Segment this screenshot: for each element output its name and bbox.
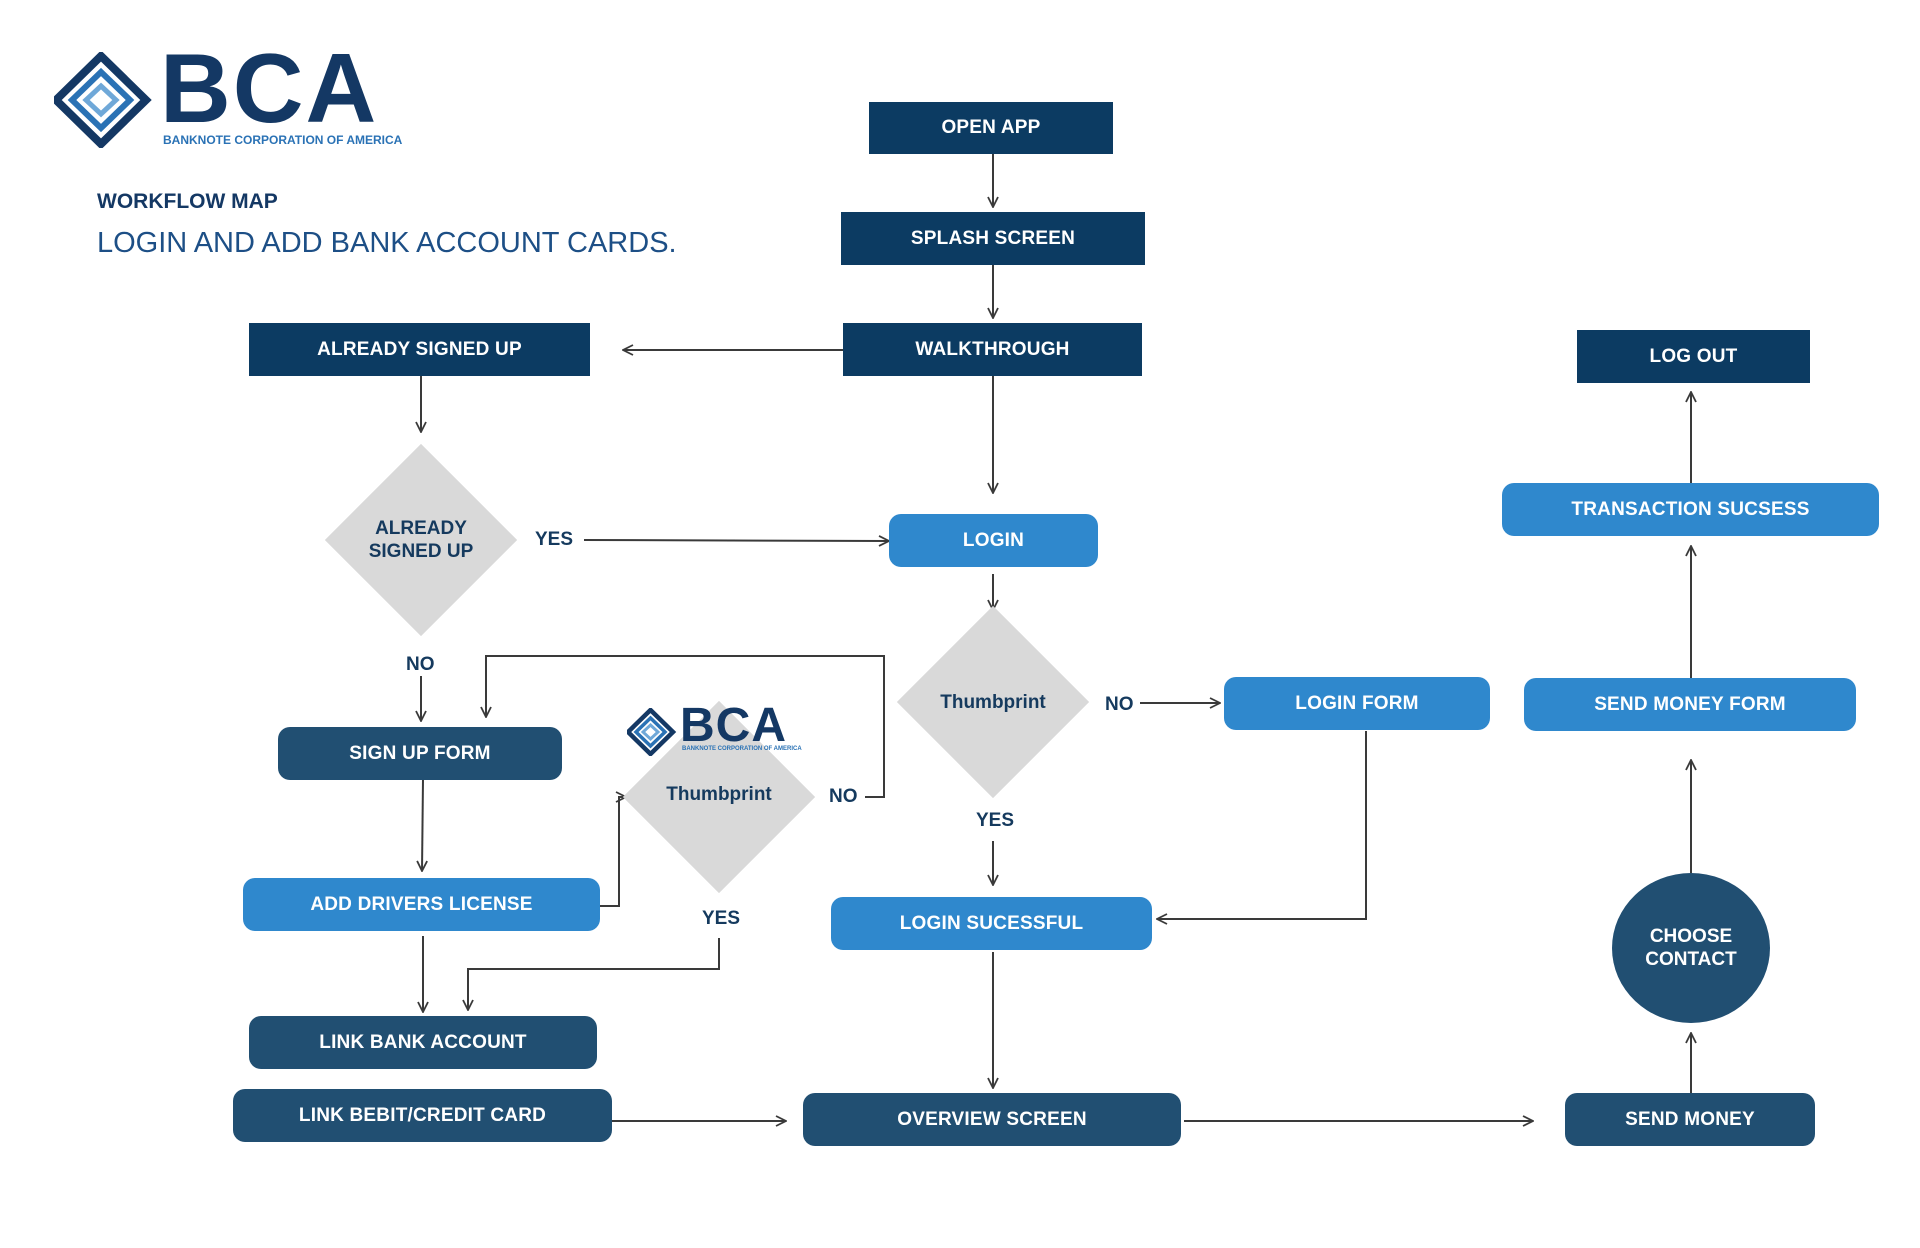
bca-logo-small-icon [627, 708, 677, 756]
arrow-login-form-to-login-successful [1157, 731, 1367, 919]
send-money-form-node: SEND MONEY FORM [1524, 678, 1856, 731]
brand-tagline: BANKNOTE CORPORATION OF AMERICA [163, 133, 403, 147]
arrow-thumbprint-no-to-sign-up-form [486, 655, 885, 798]
no-label-already-signed-up: NO [406, 654, 435, 675]
link-bank-account-node: LINK BANK ACCOUNT [249, 1016, 597, 1069]
add-drivers-license-node: ADD DRIVERS LICENSE [243, 878, 600, 931]
choose-contact-node: CHOOSE CONTACT [1612, 873, 1770, 1023]
login-node: LOGIN [889, 514, 1098, 567]
walkthrough-node: WALKTHROUGH [843, 323, 1142, 376]
arrow-sign-up-form-to-drivers-license [422, 778, 423, 871]
log-out-node: LOG OUT [1577, 330, 1810, 383]
login-successful-node: LOGIN SUCESSFUL [831, 897, 1152, 950]
no-label-thumbprint-signup: NO [829, 786, 858, 807]
sign-up-form-node: SIGN UP FORM [278, 727, 562, 780]
thumbprint-signup-text: Thumbprint [666, 783, 772, 805]
no-label-thumbprint-main: NO [1105, 694, 1134, 715]
page-subtitle: WORKFLOW MAP [97, 190, 278, 213]
overview-screen-node: OVERVIEW SCREEN [803, 1093, 1181, 1146]
login-form-node: LOGIN FORM [1224, 677, 1490, 730]
link-card-node: LINK BEBIT/CREDIT CARD [233, 1089, 612, 1142]
yes-label-already-signed-up: YES [535, 529, 574, 550]
line-drivers-license-to-thumbprint [600, 797, 626, 907]
already-signed-up-decision-text: ALREADY SIGNED UP [368, 518, 474, 562]
already-signed-up-node: ALREADY SIGNED UP [249, 323, 590, 376]
send-money-node: SEND MONEY [1565, 1093, 1815, 1146]
arrow-thumbprint-yes-to-link-bank [468, 938, 720, 1010]
brand-name: BCA [160, 33, 379, 143]
brand-name-small: BCA [680, 699, 787, 752]
thumbprint-main-text: Thumbprint [940, 691, 1046, 713]
yes-label-thumbprint-main: YES [976, 810, 1015, 831]
page-title: LOGIN AND ADD BANK ACCOUNT CARDS. [97, 227, 677, 259]
brand-tagline-small: BANKNOTE CORPORATION OF AMERICA [682, 746, 802, 752]
transaction-success-node: TRANSACTION SUCSESS [1502, 483, 1879, 536]
open-app-node: OPEN APP [869, 102, 1113, 154]
bca-logo-icon [54, 52, 152, 148]
arrow-yes-to-login [583, 540, 889, 541]
splash-screen-node: SPLASH SCREEN [841, 212, 1145, 265]
yes-label-thumbprint-signup: YES [702, 908, 741, 929]
